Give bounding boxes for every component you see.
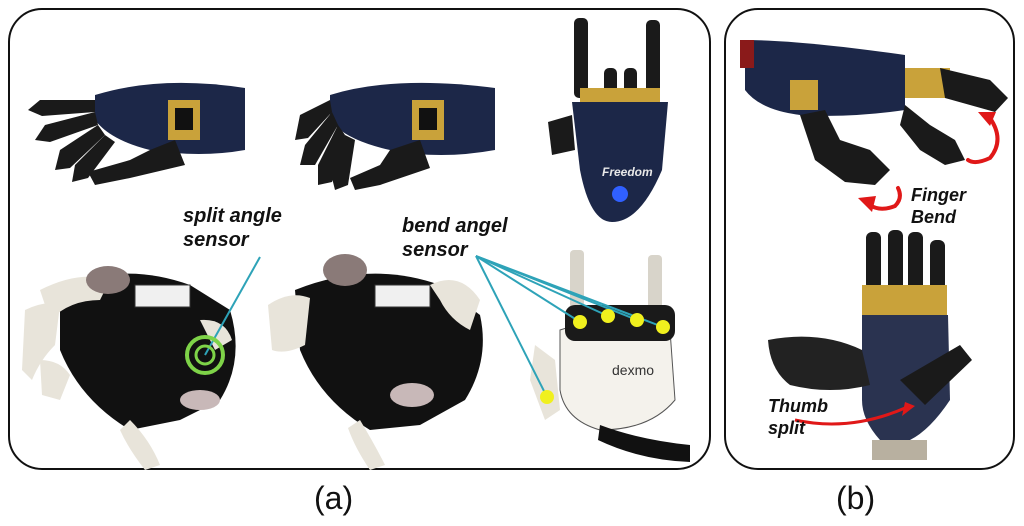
split-angle-sensor-label: split angle sensor bbox=[183, 204, 323, 252]
bend-angle-leaders bbox=[475, 255, 664, 398]
hand-brand-text: Freedom bbox=[602, 165, 653, 179]
finger-bend-label-line2: Bend bbox=[911, 207, 956, 227]
bend-angle-sensor-dots bbox=[540, 309, 670, 404]
split-angle-sensor-ring bbox=[185, 335, 225, 375]
finger-bend-label: Finger Bend bbox=[911, 184, 1011, 228]
exoskeleton-glove-3: dexmo bbox=[530, 250, 690, 462]
bend-angle-label-line2: sensor bbox=[402, 239, 468, 261]
split-angle-label-line2: sensor bbox=[183, 229, 249, 251]
finger-bend-label-line1: Finger bbox=[911, 185, 967, 205]
robot-hand-bend-view bbox=[740, 40, 1008, 185]
robot-hand-split-view bbox=[768, 230, 972, 460]
bend-angle-label-line1: bend angel bbox=[402, 215, 508, 237]
panel-a-caption: (a) bbox=[314, 480, 354, 516]
thumb-split-label-line2: split bbox=[768, 418, 806, 438]
panel-b-caption: (b) bbox=[836, 480, 876, 516]
split-angle-sensor-dot bbox=[194, 344, 216, 366]
exoskeleton-glove-1 bbox=[22, 266, 236, 470]
thumb-split-label: Thumb split bbox=[768, 395, 868, 439]
thumb-split-arrow bbox=[794, 402, 915, 426]
bend-angle-sensor-label: bend angel sensor bbox=[402, 214, 542, 262]
glove-brand-text: dexmo bbox=[612, 362, 654, 378]
robot-hand-side-2 bbox=[295, 82, 495, 190]
finger-bend-arrowheads bbox=[858, 112, 996, 212]
robot-hand-side-1 bbox=[28, 82, 245, 185]
thumb-split-label-line1: Thumb bbox=[768, 396, 828, 416]
robot-hand-front: Freedom bbox=[548, 18, 668, 222]
split-angle-label-line1: split angle bbox=[183, 205, 282, 227]
exoskeleton-glove-2 bbox=[268, 254, 483, 470]
finger-bend-arrows bbox=[868, 116, 1000, 211]
